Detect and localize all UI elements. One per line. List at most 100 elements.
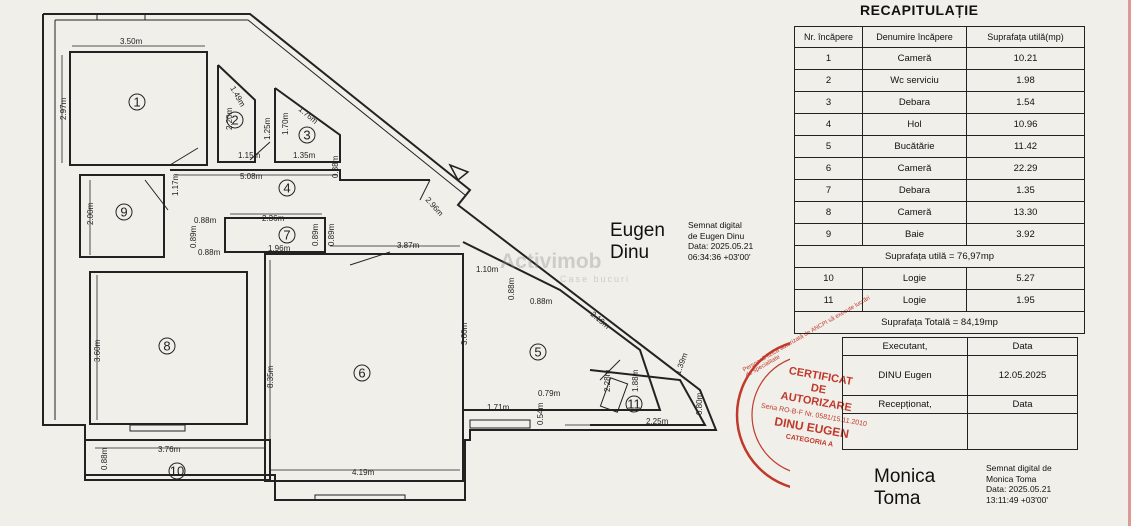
dim-label: 0.88m — [507, 277, 516, 300]
grand-total: Suprafața Totală = 84,19mp — [794, 311, 1085, 334]
dim-label: 0.89m — [311, 223, 320, 246]
recap-title: RECAPITULAȚIE — [860, 2, 979, 18]
room-1-label: 1 — [133, 94, 140, 109]
dim-label: 0.54m — [536, 402, 545, 425]
cell-nr: 10 — [794, 267, 863, 290]
dim-label: 0.88m — [100, 447, 109, 470]
recap-header-area: Suprafața utilă(mp) — [966, 26, 1085, 48]
grand-total-row: Suprafața Totală = 84,19mp — [794, 311, 1085, 334]
signature2-line: Monica Toma — [986, 473, 1037, 484]
cell-name: Logie — [862, 289, 967, 312]
signature1-name-line2: Dinu — [610, 242, 650, 263]
room-7-label: 7 — [283, 227, 290, 242]
room-11-label: 11 — [627, 396, 641, 411]
executant-label: Executant, — [842, 337, 968, 356]
signature1-name: Eugen Dinu — [610, 220, 665, 264]
cell-nr: 7 — [794, 179, 863, 202]
executant-date: 12.05.2025 — [967, 355, 1078, 396]
cell-area: 5.27 — [966, 267, 1085, 290]
recap-table: Nr. încăpere Denumire încăpere Suprafața… — [794, 26, 1085, 334]
cell-name: Wc serviciu — [862, 69, 967, 92]
cell-area: 1.98 — [966, 69, 1085, 92]
dim-label: 1.96m — [268, 244, 291, 253]
room-2-outline — [217, 64, 256, 163]
cell-area: 13.30 — [966, 201, 1085, 224]
watermark-sub: Case bucuri — [560, 274, 631, 284]
dim-label: 2.97m — [59, 97, 68, 120]
cell-area: 11.42 — [966, 135, 1085, 158]
north-arrow-icon — [448, 163, 470, 182]
signature2-line: Semnat digital de — [986, 463, 1052, 473]
dim-label: 3.50m — [120, 37, 143, 46]
room-10-label: 10 — [170, 463, 184, 478]
dim-label: 1.39m — [673, 351, 689, 375]
dim-label: 0.80m — [695, 392, 704, 415]
cell-area: 1.35 — [966, 179, 1085, 202]
room-4-label: 4 — [283, 180, 290, 195]
cell-name: Cameră — [862, 201, 967, 224]
dim-label: 0.89m — [189, 225, 198, 248]
signature1-name-line1: Eugen — [610, 220, 665, 241]
dim-label: 3.60m — [93, 339, 102, 362]
cell-area: 10.96 — [966, 113, 1085, 136]
recap-header-nr: Nr. încăpere — [794, 26, 863, 48]
dim-label: 2.20m — [225, 107, 234, 130]
room-5-label: 5 — [534, 344, 541, 359]
dim-label: 0.88m — [194, 216, 217, 225]
cell-nr: 6 — [794, 157, 863, 180]
cell-area: 3.92 — [966, 223, 1085, 246]
signature1-line: de Eugen Dinu — [688, 230, 745, 241]
room-8-outline — [89, 271, 248, 425]
signature2-details: Semnat digital de Monica Toma Data: 2025… — [986, 463, 1052, 505]
room-9-label: 9 — [120, 204, 127, 219]
cell-nr: 8 — [794, 201, 863, 224]
signature2-name-line1: Monica — [874, 466, 936, 487]
cell-name: Debara — [862, 91, 967, 114]
dim-label: 2.25m — [646, 417, 669, 426]
cell-area: 22.29 — [966, 157, 1085, 180]
signature2-name: Monica Toma — [874, 466, 935, 510]
cell-name: Cameră — [862, 157, 967, 180]
dim-label: 1.49m — [228, 85, 247, 109]
cell-nr: 9 — [794, 223, 863, 246]
dim-label: 1.35m — [293, 151, 316, 160]
cell-area: 1.95 — [966, 289, 1085, 312]
cell-nr: 1 — [794, 47, 863, 70]
dim-label: 0.88m — [530, 297, 553, 306]
cell-name: Cameră — [862, 47, 967, 70]
floor-plan: 1 2 3 4 5 6 7 8 9 10 11 3.50m 2.97m 1.49… — [42, 13, 790, 501]
cell-nr: 5 — [794, 135, 863, 158]
dim-label: 3.60m — [460, 322, 469, 345]
useful-total-row: Suprafața utilă = 76,97mp — [794, 245, 1085, 268]
dim-label: 3.76m — [158, 445, 181, 454]
data-label2: Data — [967, 395, 1078, 414]
page-edge-mark — [1128, 0, 1131, 526]
room-3-label: 3 — [303, 127, 310, 142]
dim-label: 1.88m — [631, 369, 640, 392]
room-4-outline — [170, 169, 430, 181]
dim-label: 5.08m — [240, 172, 263, 181]
receptionat-empty — [842, 413, 968, 450]
executant-name: DINU Eugen — [842, 355, 968, 396]
dim-label: 8.35m — [266, 365, 275, 388]
recap-header-name: Denumire încăpere — [862, 26, 967, 48]
room-1-outline — [69, 51, 208, 166]
room-3-outline — [274, 87, 341, 163]
dim-label: 2.96m — [424, 195, 446, 218]
dim-label: 2.28m — [603, 369, 612, 392]
dim-label: 0.79m — [538, 389, 561, 398]
dim-label: 1.70m — [281, 112, 290, 135]
cell-nr: 11 — [794, 289, 863, 312]
dim-label: 1.17m — [171, 173, 180, 196]
signature1-line: Data: 2025.05.21 — [688, 241, 754, 251]
signature2-line: 13:11:49 +03'00' — [986, 494, 1048, 505]
